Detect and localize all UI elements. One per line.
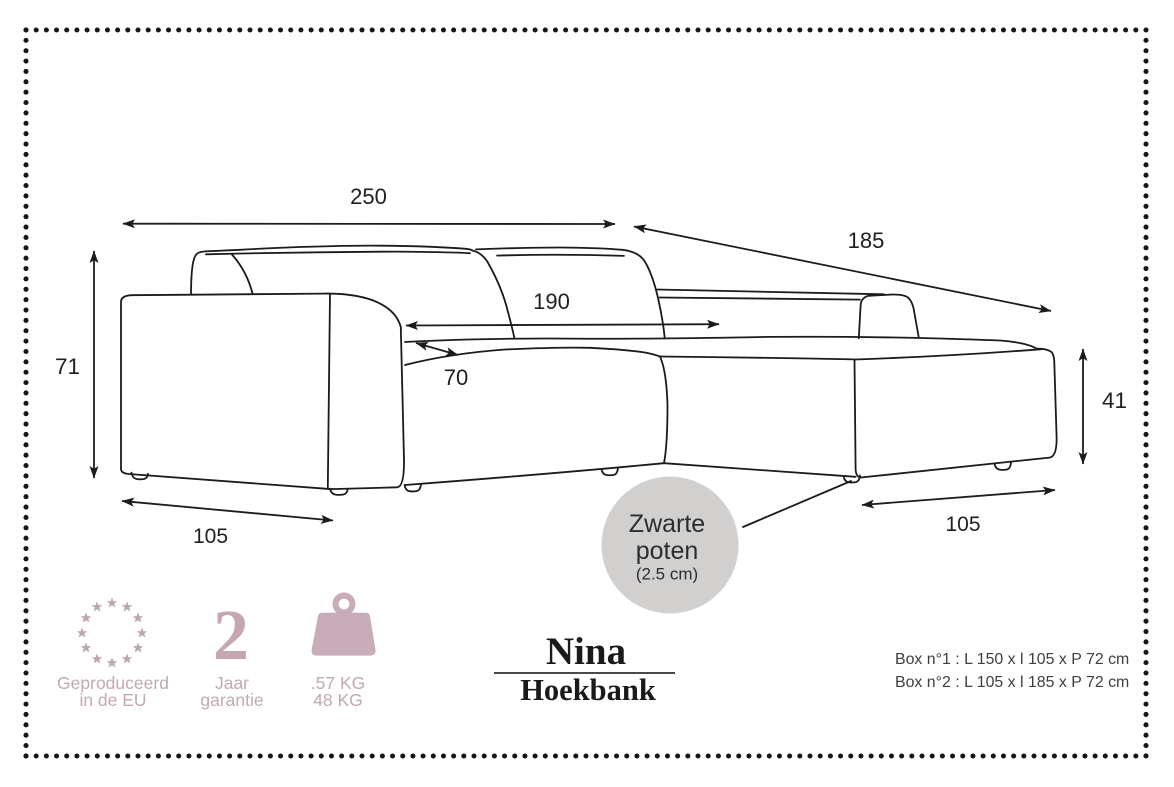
svg-text:Box n°2 : L 105 x l 185 x P 72: Box n°2 : L 105 x l 185 x P 72 cm <box>895 674 1129 691</box>
svg-text:250: 250 <box>350 184 387 209</box>
svg-text:(2.5 cm): (2.5 cm) <box>636 565 698 584</box>
svg-text:poten: poten <box>636 537 699 565</box>
svg-text:70: 70 <box>444 365 468 390</box>
svg-text:48 KG: 48 KG <box>313 690 363 710</box>
svg-text:Nina: Nina <box>546 630 626 673</box>
svg-text:105: 105 <box>945 513 980 536</box>
svg-text:Jaar: Jaar <box>215 673 249 693</box>
svg-text:2: 2 <box>213 595 249 675</box>
svg-text:185: 185 <box>848 228 885 253</box>
svg-text:190: 190 <box>533 289 570 314</box>
svg-text:.57 KG: .57 KG <box>311 673 365 693</box>
svg-text:Geproduceerd: Geproduceerd <box>57 673 169 693</box>
svg-text:71: 71 <box>55 354 80 379</box>
svg-text:Box n°1 : L 150 x l 105 x P 72: Box n°1 : L 150 x l 105 x P 72 cm <box>895 651 1129 668</box>
svg-text:Hoekbank: Hoekbank <box>520 673 656 707</box>
svg-text:in de EU: in de EU <box>79 690 146 710</box>
svg-text:Zwarte: Zwarte <box>629 510 705 538</box>
svg-text:41: 41 <box>1102 388 1127 413</box>
svg-text:105: 105 <box>193 525 228 548</box>
svg-text:garantie: garantie <box>200 690 263 710</box>
